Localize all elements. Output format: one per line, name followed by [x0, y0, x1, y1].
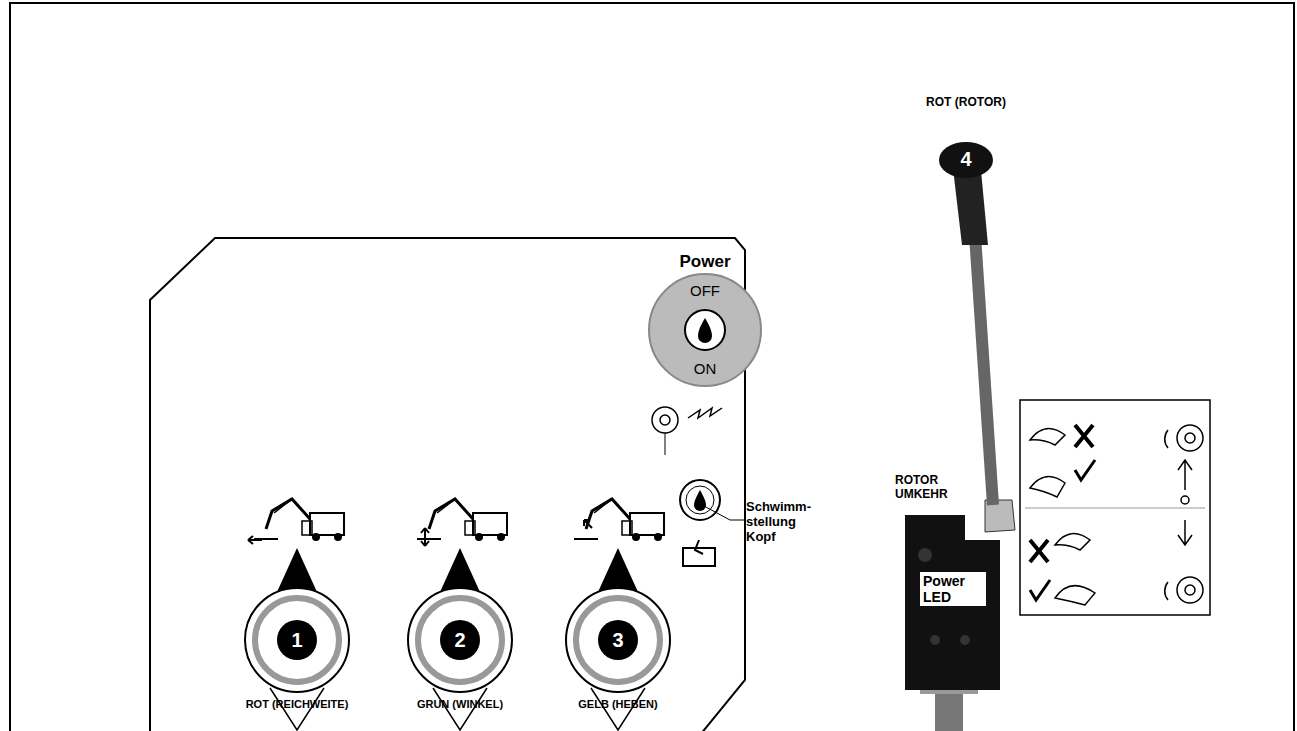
callout-label: Power LED	[920, 572, 986, 606]
knob-label: ROT (ROTOR)	[926, 96, 1006, 110]
power-heading: Power	[649, 252, 761, 272]
switch-off-label: OFF	[649, 282, 761, 299]
control-knob: PowerOFF ON	[649, 252, 761, 386]
switch-on-label: ON	[649, 360, 761, 377]
control-knob: 3	[598, 620, 638, 660]
callout-number: 2	[440, 629, 480, 652]
callout-number: 4	[946, 148, 986, 171]
callout-label: Schwimm- stellung Kopf	[746, 500, 826, 545]
control-knob: 2	[440, 620, 480, 660]
knob-label: GRUN (WINKEL)	[405, 698, 515, 711]
callout-label: ROTOR UMKEHR	[895, 474, 975, 502]
knob-label: GELB (HEBEN)	[565, 698, 671, 711]
control-knob: 1	[277, 620, 317, 660]
control-knob: ROT (ROTOR) 4	[926, 96, 1006, 180]
callout-number: 3	[598, 629, 638, 652]
knob-label: ROT (REICHWEITE)	[240, 698, 354, 711]
callout-number: 1	[277, 629, 317, 652]
